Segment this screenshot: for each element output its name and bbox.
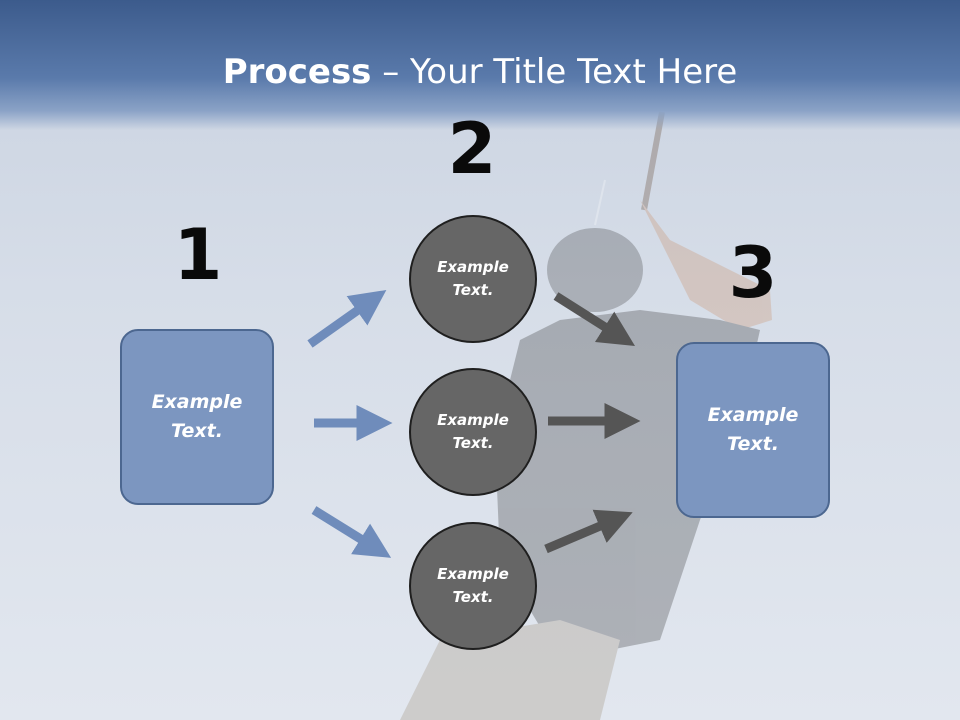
circle-3-line2: Text. xyxy=(452,588,494,606)
right-box-line1: Example xyxy=(707,404,799,426)
arrow-to-circle-3 xyxy=(311,506,392,558)
step-number-2: 2 xyxy=(447,108,497,190)
circle-2-line1: Example xyxy=(437,411,509,429)
circle-1-line1: Example xyxy=(437,258,509,276)
circle-2-line2: Text. xyxy=(452,434,494,452)
circle-1: Example Text. xyxy=(409,215,537,343)
left-box-line1: Example xyxy=(151,391,243,413)
left-box-line2: Text. xyxy=(171,420,223,442)
title-rest: – Your Title Text Here xyxy=(371,52,738,92)
right-box: Example Text. xyxy=(676,342,830,518)
step-number-3: 3 xyxy=(728,232,778,314)
circle-3: Example Text. xyxy=(409,522,537,650)
arrow-from-circle-1 xyxy=(553,292,636,347)
slide-title: Process – Your Title Text Here xyxy=(0,52,960,92)
title-bold: Process xyxy=(222,52,372,92)
circle-2: Example Text. xyxy=(409,368,537,496)
arrow-to-circle-1 xyxy=(307,290,387,348)
circle-3-line1: Example xyxy=(437,565,509,583)
header-band xyxy=(0,0,960,130)
left-box: Example Text. xyxy=(120,329,274,505)
arrow-from-circle-3 xyxy=(544,509,633,554)
step-number-1: 1 xyxy=(173,214,223,296)
circle-1-line2: Text. xyxy=(452,281,494,299)
right-box-line2: Text. xyxy=(727,433,779,455)
